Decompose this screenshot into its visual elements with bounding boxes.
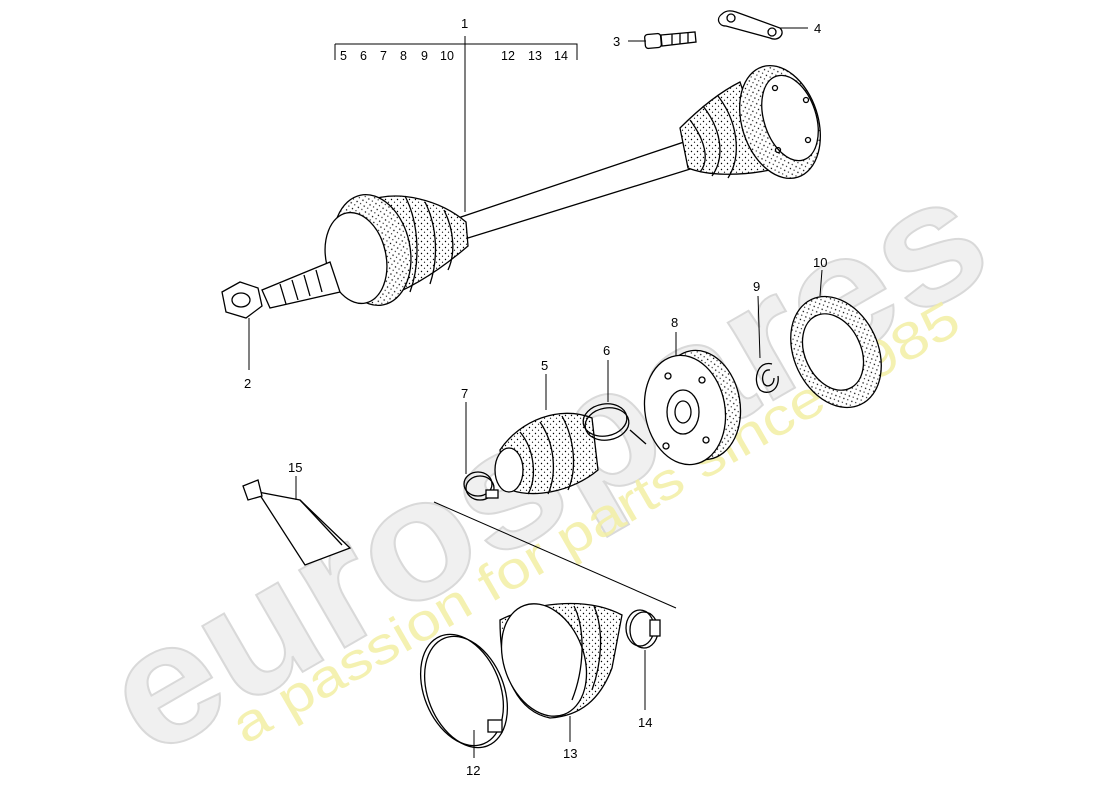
kit-contents-list: 5 6 7 8 9 10 12 13 14 — [340, 49, 568, 63]
callout-15: 15 — [288, 460, 302, 475]
lock-plate-part — [717, 10, 783, 40]
circlip-part — [755, 362, 779, 393]
callout-labels: 1 2 3 4 5 6 7 8 9 10 12 13 14 15 — [244, 16, 827, 778]
boot-clamp-large — [582, 403, 647, 445]
boot-clamp-small — [463, 471, 499, 501]
callout-6: 6 — [603, 343, 610, 358]
grease-tube-part — [242, 479, 352, 566]
drive-shaft-assembly — [221, 64, 821, 319]
callout-12: 12 — [466, 763, 480, 778]
kit-item: 10 — [440, 49, 454, 63]
kit-item: 12 — [501, 49, 515, 63]
kit-item: 9 — [421, 49, 428, 63]
callout-10: 10 — [813, 255, 827, 270]
small-clamp-part — [625, 609, 661, 649]
callout-1: 1 — [461, 16, 468, 31]
leader-lines — [248, 27, 823, 758]
cover-part — [790, 295, 882, 409]
callout-13: 13 — [563, 746, 577, 761]
callout-5: 5 — [541, 358, 548, 373]
kit-item: 5 — [340, 49, 347, 63]
kit-item: 8 — [400, 49, 407, 63]
hose-clamp-part — [419, 633, 509, 749]
axle-nut — [221, 281, 263, 319]
kit-item: 6 — [360, 49, 367, 63]
callout-3: 3 — [613, 34, 620, 49]
callout-9: 9 — [753, 279, 760, 294]
large-boot-part — [499, 602, 623, 719]
kit-item: 13 — [528, 49, 542, 63]
callout-4: 4 — [814, 21, 821, 36]
kit-item: 14 — [554, 49, 568, 63]
callout-8: 8 — [671, 315, 678, 330]
cv-joint-part — [643, 349, 742, 466]
callout-2: 2 — [244, 376, 251, 391]
small-boot-part — [494, 412, 599, 495]
kit-item: 7 — [380, 49, 387, 63]
bolt-part — [644, 31, 697, 50]
callout-14: 14 — [638, 715, 652, 730]
callout-7: 7 — [461, 386, 468, 401]
